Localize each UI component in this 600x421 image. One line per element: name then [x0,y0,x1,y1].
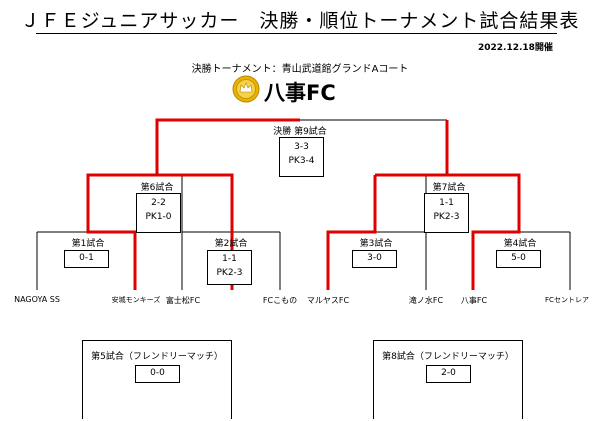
match-score-1: 0-1 [79,253,94,263]
friendly-box-8: 2-0 [426,365,471,383]
semi-label-6: 第6試合 [140,183,174,193]
gold-medal-icon [232,75,260,103]
team-fc-komono: FCこもの [262,296,298,305]
semi-pk-7: PK2-3 [433,212,460,222]
match-score-3: 3-0 [367,253,382,263]
team-yagoto-fc: 八事FC [460,296,488,305]
team-takinomizu-fc: 滝ノ水FC [408,296,444,305]
match-label-1: 第1試合 [71,239,105,249]
final-pk: PK3-4 [288,156,315,166]
team-maruyasu-fc: マルヤスFC [306,296,350,305]
final-score-box: 3-3 PK3-4 [279,137,324,177]
semi-box-7: 1-1 PK2-3 [424,193,469,233]
friendly-score-8: 2-0 [441,368,456,378]
team-nagoya-ss: NAGOYA SS [14,295,60,304]
title-underline [36,33,557,34]
venue-label: 決勝トーナメント：青山武道館グランドAコート [191,64,409,75]
match-box-3: 3-0 [352,250,397,268]
semi-score-7: 1-1 [439,198,454,208]
team-fc-centrair: FCセントレア [545,296,589,304]
semi-pk-6: PK1-0 [145,212,172,222]
champion-name: 八事FC [264,81,336,105]
semi-box-6: 2-2 PK1-0 [136,193,181,233]
match-box-4: 5-0 [496,250,541,268]
final-label: 決勝 第9試合 [273,127,327,137]
match-box-1: 0-1 [64,250,109,268]
page-title: ＪＦＥジュニアサッカー 決勝・順位トーナメント試合結果表 [20,10,580,32]
match-label-4: 第4試合 [503,239,537,249]
match-score-4: 5-0 [511,253,526,263]
semi-label-7: 第7試合 [432,183,466,193]
final-score: 3-3 [294,142,309,152]
friendly-score-5: 0-0 [150,368,165,378]
match-score-2: 1-1 [222,254,237,264]
team-fujimatsu-fc: 富士松FC [165,296,201,305]
match-label-2: 第2試合 [214,239,248,249]
match-label-3: 第3試合 [359,239,393,249]
event-date: 2022.12.18開催 [478,43,553,53]
friendly-box-5: 0-0 [135,365,180,383]
semi-score-6: 2-2 [151,198,166,208]
match-box-2: 1-1 PK2-3 [207,250,252,285]
friendly-label-8: 第8試合（フレンドリーマッチ） [382,352,514,362]
team-anjo-monkeys: 安城モンキーズ [111,296,161,304]
match-pk-2: PK2-3 [216,268,243,278]
friendly-label-5: 第5試合（フレンドリーマッチ） [91,352,223,362]
